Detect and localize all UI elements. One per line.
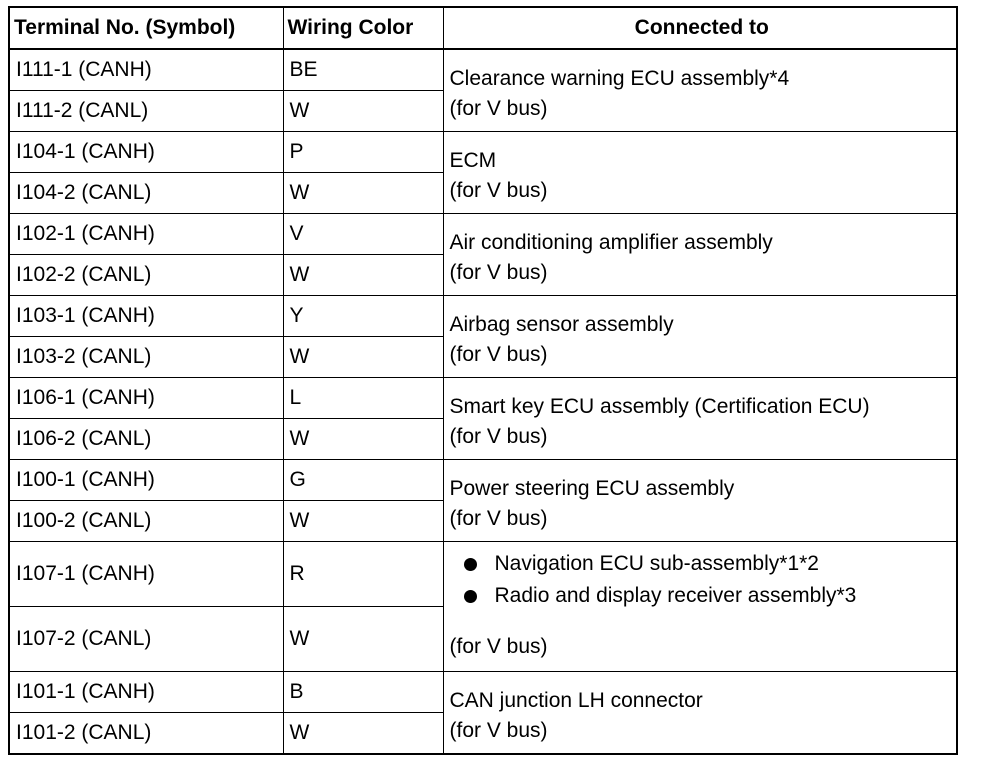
wiring-color-cell: W — [282, 606, 444, 672]
connected-device: Airbag sensor assembly — [449, 313, 674, 336]
wiring-color-cell: BE — [282, 48, 444, 91]
table-row: I100-2 (CANL) W — [8, 500, 957, 542]
bus-note: (for V bus) — [449, 97, 548, 120]
bus-note: (for V bus) — [449, 179, 548, 202]
table-row: I102-1 (CANH) V Air conditioning amplifi… — [8, 213, 958, 296]
terminal-cell: I101-2 (CANL) — [8, 712, 284, 755]
list-item: Navigation ECU sub-assembly*1*2 — [450, 548, 957, 580]
connected-device: Radio and display receiver assembly*3 — [494, 584, 857, 607]
connected-to-cell: Navigation ECU sub-assembly*1*2 Radio an… — [442, 541, 958, 672]
terminal-cell: I102-1 (CANH) — [8, 213, 284, 255]
wiring-color-cell: W — [282, 500, 444, 542]
terminal-cell: I100-1 (CANH) — [8, 459, 284, 501]
table-row: I104-2 (CANL) W — [8, 172, 957, 214]
table-row: I101-2 (CANL) W — [8, 712, 957, 755]
table-row: I111-2 (CANL) W — [8, 90, 957, 132]
table-row: I101-1 (CANH) B CAN junction LH connecto… — [8, 671, 958, 755]
wiring-color-cell: B — [282, 671, 444, 713]
terminal-cell: I107-1 (CANH) — [8, 541, 284, 607]
bus-note: (for V bus) — [449, 507, 548, 530]
wiring-color-cell: V — [282, 213, 444, 255]
wiring-color-cell: W — [282, 418, 444, 460]
connected-device: ECM — [449, 149, 497, 172]
table-row: I103-2 (CANL) W — [8, 336, 957, 378]
connected-device: Clearance warning ECU assembly*4 — [449, 67, 790, 90]
wiring-color-cell: Y — [282, 295, 444, 337]
wiring-color-cell: W — [282, 90, 444, 132]
wiring-color-cell: L — [282, 377, 444, 419]
terminal-cell: I107-2 (CANL) — [8, 606, 284, 672]
wiring-color-cell: W — [282, 712, 444, 755]
table-row: I106-1 (CANH) L Smart key ECU assembly (… — [8, 377, 958, 460]
bus-note: (for V bus) — [449, 343, 548, 366]
wiring-color-cell: W — [282, 254, 444, 296]
bullet-icon — [463, 589, 477, 603]
connected-to-cell: ECM (for V bus) — [442, 131, 958, 214]
connected-to-cell: Smart key ECU assembly (Certification EC… — [442, 377, 958, 460]
wiring-color-cell: W — [282, 336, 444, 378]
bus-note: (for V bus) — [449, 635, 548, 658]
terminal-cell: I101-1 (CANH) — [8, 671, 284, 713]
connected-to-cell: Airbag sensor assembly (for V bus) — [442, 295, 958, 378]
terminal-cell: I111-2 (CANL) — [8, 90, 284, 132]
connected-device: Air conditioning amplifier assembly — [449, 231, 773, 254]
terminal-cell: I100-2 (CANL) — [8, 500, 284, 542]
connected-device: Navigation ECU sub-assembly*1*2 — [494, 552, 820, 575]
header-terminal: Terminal No. (Symbol) — [8, 6, 284, 50]
table-row: I111-1 (CANH) BE Clearance warning ECU a… — [8, 48, 958, 132]
terminal-cell: I106-2 (CANL) — [8, 418, 284, 460]
wiring-color-cell: R — [282, 541, 444, 607]
terminal-cell: I102-2 (CANL) — [8, 254, 284, 296]
wiring-color-cell: W — [282, 172, 444, 214]
table-row: I106-2 (CANL) W — [8, 418, 957, 460]
wiring-table: Terminal No. (Symbol) Wiring Color Conne… — [8, 6, 958, 755]
terminal-cell: I106-1 (CANH) — [8, 377, 284, 419]
table-row: I103-1 (CANH) Y Airbag sensor assembly (… — [8, 295, 958, 378]
header-row: Terminal No. (Symbol) Wiring Color Conne… — [8, 6, 958, 50]
wiring-color-cell: P — [282, 131, 444, 173]
terminal-cell: I111-1 (CANH) — [8, 48, 284, 91]
bullet-icon — [463, 557, 477, 571]
table-row: I104-1 (CANH) P ECM (for V bus) — [8, 131, 958, 214]
bus-note: (for V bus) — [449, 425, 548, 448]
connected-to-cell: CAN junction LH connector (for V bus) — [442, 671, 958, 755]
terminal-cell: I103-1 (CANH) — [8, 295, 284, 337]
wiring-color-cell: G — [282, 459, 444, 501]
connected-device-list: Navigation ECU sub-assembly*1*2 Radio an… — [450, 548, 957, 612]
table-row: I107-1 (CANH) R Navigation ECU sub-assem… — [8, 541, 958, 672]
header-connected-to: Connected to — [442, 6, 958, 50]
connected-device: Smart key ECU assembly (Certification EC… — [449, 395, 870, 418]
table-row: I100-1 (CANH) G Power steering ECU assem… — [8, 459, 958, 542]
list-item: Radio and display receiver assembly*3 — [450, 580, 957, 612]
connected-to-cell: Air conditioning amplifier assembly (for… — [442, 213, 958, 296]
terminal-cell: I104-2 (CANL) — [8, 172, 284, 214]
connected-to-cell: Power steering ECU assembly (for V bus) — [442, 459, 958, 542]
bus-note: (for V bus) — [449, 261, 548, 284]
connected-device: Power steering ECU assembly — [449, 477, 735, 500]
table-row: I102-2 (CANL) W — [8, 254, 957, 296]
header-wiring-color: Wiring Color — [282, 6, 444, 50]
bus-note: (for V bus) — [449, 719, 548, 742]
terminal-cell: I103-2 (CANL) — [8, 336, 284, 378]
terminal-cell: I104-1 (CANH) — [8, 131, 284, 173]
connected-device: CAN junction LH connector — [449, 689, 703, 712]
connected-to-cell: Clearance warning ECU assembly*4 (for V … — [442, 48, 958, 132]
table-row: I107-2 (CANL) W — [8, 606, 957, 672]
